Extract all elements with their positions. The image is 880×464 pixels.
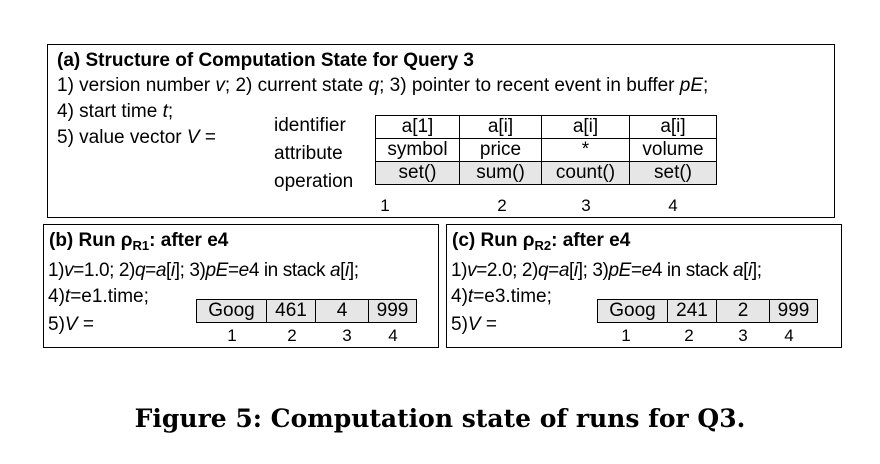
table-cell: a[i] <box>459 115 542 139</box>
value-vector-structure-table: a[1] a[i] a[i] a[i] symbol price * volum… <box>375 115 717 185</box>
run-r2-value-table: Goog 241 2 999 <box>597 299 818 323</box>
panel-c-line3: 5)V = <box>451 314 497 335</box>
table-cell: 999 <box>368 299 417 323</box>
column-index: 1 <box>380 196 390 215</box>
column-index: 2 <box>287 326 297 345</box>
column-index: 2 <box>684 326 694 345</box>
table-cell: 2 <box>716 299 770 323</box>
identifier-row: a[1] a[i] a[i] a[i] <box>375 115 717 139</box>
value-row: Goog 461 4 999 <box>196 299 417 323</box>
figure-caption: Figure 5: Computation state of runs for … <box>134 404 746 433</box>
panel-a-line3: 5) value vector V = <box>57 127 216 148</box>
panel-b: (b) Run ρR1: after e4 1)v=1.0; 2)q=a[i];… <box>43 224 439 348</box>
panel-b-line1: 1)v=1.0; 2)q=a[i]; 3)pE=e4 in stack a[i]… <box>48 260 359 281</box>
table-cell: sum() <box>459 161 542 185</box>
column-index: 3 <box>581 196 591 215</box>
column-index: 3 <box>738 326 748 345</box>
panel-c: (c) Run ρR2: after e4 1)v=2.0; 2)q=a[i];… <box>446 224 842 348</box>
table-cell: 999 <box>769 299 818 323</box>
operation-row: set() sum() count() set() <box>375 161 717 185</box>
table-cell: a[i] <box>629 115 717 139</box>
table-cell: volume <box>629 138 717 162</box>
table-cell: Goog <box>597 299 668 323</box>
table-cell: * <box>541 138 630 162</box>
panel-b-line2: 4)t=e1.time; <box>48 286 149 307</box>
table-cell: symbol <box>375 138 460 162</box>
table-cell: Goog <box>196 299 267 323</box>
table-cell: 241 <box>667 299 717 323</box>
column-index: 4 <box>388 326 398 345</box>
panel-a-line2: 4) start time t; <box>57 101 174 122</box>
panel-a: (a) Structure of Computation State for Q… <box>47 44 835 218</box>
run-r1-value-table: Goog 461 4 999 <box>196 299 417 323</box>
attribute-row: symbol price * volume <box>375 138 717 162</box>
table-cell: count() <box>541 161 630 185</box>
panel-c-line1: 1)v=2.0; 2)q=a[i]; 3)pE=e4 in stack a[i]… <box>451 260 762 281</box>
row-label-identifier: identifier <box>274 115 346 136</box>
panel-a-title: (a) Structure of Computation State for Q… <box>57 50 474 71</box>
panel-b-title: (b) Run ρR1: after e4 <box>49 230 229 253</box>
column-index: 4 <box>668 196 678 215</box>
row-label-attribute: attribute <box>274 143 343 164</box>
column-index: 3 <box>342 326 352 345</box>
table-cell: a[i] <box>541 115 630 139</box>
table-cell: set() <box>375 161 460 185</box>
row-label-operation: operation <box>274 171 354 192</box>
column-index: 1 <box>621 326 631 345</box>
value-row: Goog 241 2 999 <box>597 299 818 323</box>
table-cell: price <box>459 138 542 162</box>
column-index: 2 <box>497 196 507 215</box>
table-cell: 461 <box>266 299 316 323</box>
column-index: 1 <box>227 326 237 345</box>
table-cell: 4 <box>315 299 369 323</box>
table-cell: a[1] <box>375 115 460 139</box>
panel-c-title: (c) Run ρR2: after e4 <box>452 230 631 253</box>
table-cell: set() <box>629 161 717 185</box>
column-index: 4 <box>784 326 794 345</box>
panel-c-line2: 4)t=e3.time; <box>451 286 552 307</box>
panel-b-line3: 5)V = <box>48 314 94 335</box>
panel-a-line1: 1) version number v; 2) current state q;… <box>57 75 709 96</box>
